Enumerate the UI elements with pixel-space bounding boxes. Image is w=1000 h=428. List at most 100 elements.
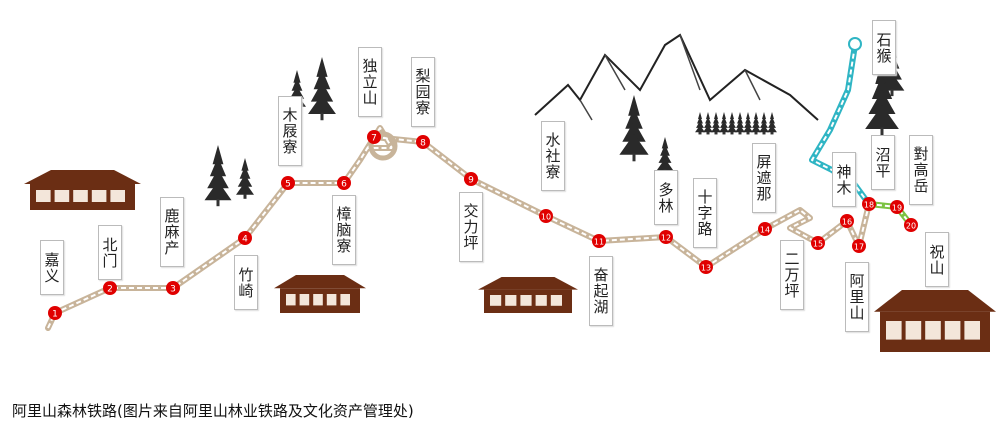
station-label: 阿里山 (845, 262, 869, 332)
tree-layer (768, 120, 776, 128)
station-dot (281, 176, 295, 190)
track-bed (45, 125, 872, 331)
station-marker: 1 (48, 306, 62, 320)
tree-layer (762, 112, 766, 120)
tree-layer (212, 145, 224, 165)
tree-layer (736, 120, 744, 128)
mountain-ridge (534, 33, 819, 121)
tree-layer (729, 116, 735, 124)
station-marker: 14 (758, 222, 772, 236)
tree-layer (737, 116, 743, 124)
station-dot (852, 239, 866, 253)
station-number: 3 (170, 285, 176, 295)
tree-trunk (746, 131, 750, 135)
zhangnaoliao-station-building (274, 275, 366, 313)
station-marker: 7 (367, 130, 381, 144)
station-marker: 19 (890, 200, 904, 214)
tree-layer (746, 112, 750, 120)
station-dot (904, 218, 918, 232)
tree-layer (619, 134, 649, 155)
tree-layer (744, 120, 752, 128)
station-label: 對高岳 (909, 135, 933, 205)
tree-layer (237, 174, 253, 187)
tree-layer (754, 112, 758, 120)
station-number: 5 (285, 180, 291, 190)
station-label-shihou: 石猴 (872, 20, 896, 75)
building-window (490, 295, 502, 306)
pine-tree-icon (711, 112, 721, 135)
tree-layer (868, 90, 896, 114)
station-marker: 16 (840, 214, 854, 228)
tree-trunk (770, 131, 774, 135)
tree-layer (628, 95, 640, 116)
station-number: 19 (892, 204, 902, 213)
station-label: 祝山 (925, 232, 949, 287)
station-dot (464, 172, 478, 186)
station-marker: 17 (852, 239, 866, 253)
tree-trunk (706, 131, 710, 135)
tree-layer (310, 81, 334, 102)
main-line-track (45, 125, 872, 331)
track-ties (811, 44, 870, 205)
station-label: 木屐寮 (278, 96, 302, 166)
building-window (91, 190, 107, 202)
station-marker: 18 (862, 197, 876, 211)
station-dot (592, 234, 606, 248)
mountains-illustration (534, 33, 819, 121)
station-label: 奋起湖 (589, 256, 613, 326)
tree-layer (656, 158, 674, 171)
tree-layer (695, 125, 705, 133)
tree-trunk (738, 131, 742, 135)
station-dot (811, 236, 825, 250)
tree-layer (751, 125, 761, 133)
tree-layer (622, 121, 646, 142)
tree-layer (704, 120, 712, 128)
station-number: 9 (468, 176, 474, 186)
station-label: 梨园寮 (411, 57, 435, 127)
building-window (905, 321, 922, 340)
building-window (550, 295, 562, 306)
station-label: 鹿麻产 (160, 197, 184, 267)
building-window (326, 294, 337, 306)
chiayi-station-building (24, 170, 141, 210)
station-number: 6 (341, 180, 347, 190)
pine-tree-icon (719, 112, 729, 135)
tree-layer (625, 108, 643, 129)
zhushan-branch-track (866, 201, 914, 228)
station-dot (699, 260, 713, 274)
building-window (36, 190, 51, 202)
tree-layer (293, 70, 301, 83)
shihou-terminal-marker (848, 37, 862, 51)
tree-layer (879, 73, 905, 91)
station-label: 多林 (654, 170, 678, 225)
building-window (535, 295, 547, 306)
station-marker: 3 (166, 281, 180, 295)
tree-layer (705, 116, 711, 124)
station-marker: 2 (103, 281, 117, 295)
building-window (925, 321, 941, 340)
tree-layer (209, 157, 227, 177)
tree-layer (735, 125, 745, 133)
tree-layer (703, 125, 713, 133)
station-label: 屏遮那 (752, 143, 776, 213)
tree-layer (743, 125, 753, 133)
tree-layer (752, 120, 760, 128)
station-label: 交力坪 (459, 192, 483, 262)
tree-layer (308, 94, 336, 115)
station-label: 神木 (832, 152, 856, 207)
tree-layer (660, 144, 670, 156)
building-window (313, 294, 323, 306)
station-number: 18 (864, 201, 874, 210)
station-label: 水社寮 (541, 121, 565, 191)
station-number: 10 (541, 213, 551, 222)
tree-layer (239, 166, 251, 179)
station-number: 13 (701, 264, 711, 273)
station-dot (862, 197, 876, 211)
station-label: 嘉义 (40, 240, 64, 295)
station-label: 十字路 (693, 178, 717, 248)
station-dot (539, 209, 553, 223)
tree-layer (770, 112, 774, 120)
station-dot (166, 281, 180, 295)
